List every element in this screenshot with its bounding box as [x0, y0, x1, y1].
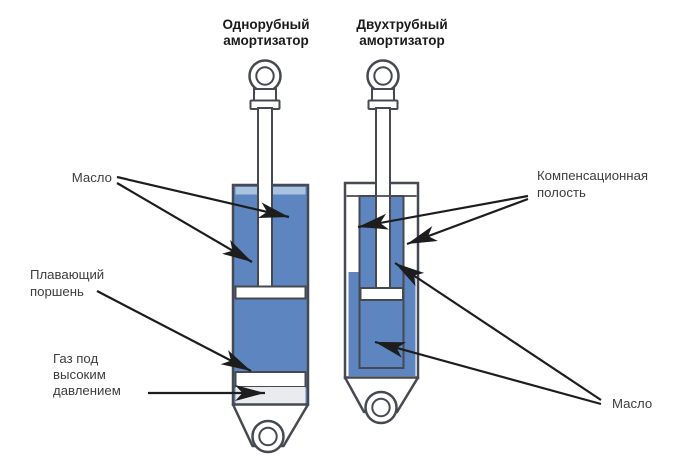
twin-tube-title-line2: амортизатор — [359, 33, 445, 48]
labels: Масло Плавающий поршень Газ под высоким … — [30, 168, 652, 411]
mono-tube-title-line2: амортизатор — [223, 33, 309, 48]
twin-piston-rod — [375, 107, 391, 291]
mono-floating-piston — [234, 371, 307, 388]
twin-working-piston — [359, 287, 404, 301]
oil-left-arrow-upper — [116, 175, 290, 219]
oil-right-label: Масло — [612, 396, 652, 411]
mono-bottom-eyelet-inner-ring — [258, 426, 278, 447]
compensation-arrow-left — [357, 194, 529, 230]
titles: Однорубный амортизатор Двухтрубный аморт… — [222, 17, 447, 48]
compensation-arrow-right — [406, 197, 529, 246]
callout-arrows — [96, 175, 602, 406]
mono-piston-rod — [257, 107, 273, 289]
twin-top-eyelet-inner-ring — [373, 66, 393, 86]
twin-bottom-eyelet-inner-ring — [371, 397, 391, 418]
twin-tube-title-line1: Двухтрубный — [356, 17, 447, 32]
oil-right-arrow-lower — [374, 340, 602, 406]
compensation-label-line1: Компенсационная — [537, 168, 648, 183]
gas-label-line1: Газ под — [53, 351, 98, 366]
floating-piston-label-line1: Плавающий — [30, 267, 104, 282]
oil-left-label: Масло — [72, 170, 112, 185]
compensation-label-line2: полость — [537, 185, 586, 200]
oil-left-arrow-lower — [116, 182, 253, 263]
gas-label-line3: давлением — [53, 383, 121, 398]
floating-piston-label-line2: поршень — [30, 284, 84, 299]
twin-compensation-oil-right — [404, 272, 416, 376]
mono-top-eyelet-inner-ring — [255, 66, 275, 86]
mono-tube-title-line1: Однорубный — [222, 17, 309, 32]
mono-gas-chamber — [235, 387, 306, 404]
twin-compensation-oil-left — [348, 272, 359, 376]
twin-bottom-oil-band — [348, 366, 416, 376]
floating-piston-arrow — [96, 290, 252, 372]
oil-right-arrow-upper — [394, 262, 602, 401]
gas-label-line2: высоким — [53, 367, 106, 382]
mono-working-piston — [234, 285, 307, 300]
twin-tube-shock — [343, 59, 420, 425]
